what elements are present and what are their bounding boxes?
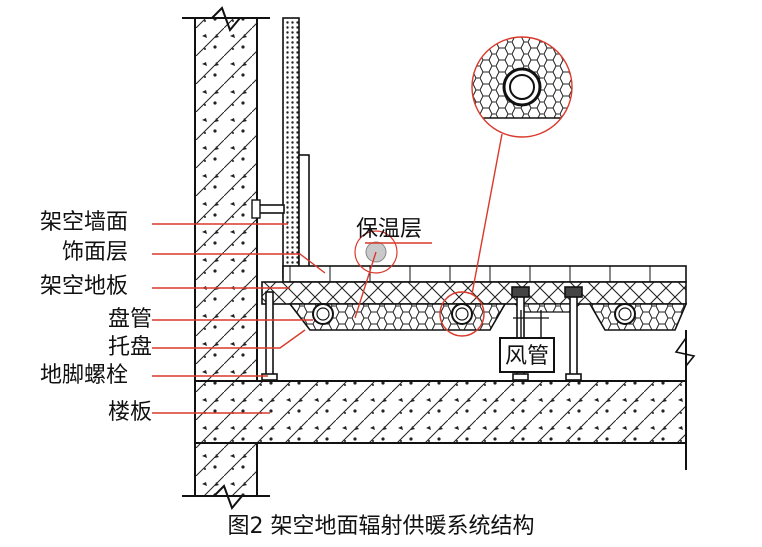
- support-pedestals: [261, 286, 583, 381]
- raised-wall-panel: [251, 17, 310, 279]
- insulation-marker: 保温层: [354, 217, 432, 319]
- floor-slab: [194, 330, 696, 470]
- label-raised-floor: 架空地板: [40, 274, 128, 299]
- leader-tray: [152, 329, 306, 349]
- air-duct-label: 风管: [505, 344, 549, 369]
- label-anchor-bolt: 地脚螺栓: [40, 363, 128, 388]
- figure-caption: 图2 架空地面辐射供暖系统结构: [228, 514, 535, 539]
- raised-floor-panel: [261, 281, 688, 331]
- label-finish-layer: 饰面层: [62, 240, 128, 265]
- label-tray: 托盘: [108, 335, 152, 360]
- finish-layer: [282, 265, 687, 283]
- insulation-label: 保温层: [356, 217, 422, 242]
- label-coil-pipe: 盘管: [108, 307, 152, 332]
- callout-labels: 架空墙面 饰面层 架空地板 盘管 托盘 地脚螺栓 楼板: [40, 210, 326, 425]
- air-duct: 风管: [499, 310, 555, 373]
- label-raised-wall: 架空墙面: [40, 210, 128, 235]
- leader-finish-layer: [152, 253, 326, 274]
- coil-pipes: [312, 303, 636, 325]
- label-floor-slab: 楼板: [108, 400, 152, 425]
